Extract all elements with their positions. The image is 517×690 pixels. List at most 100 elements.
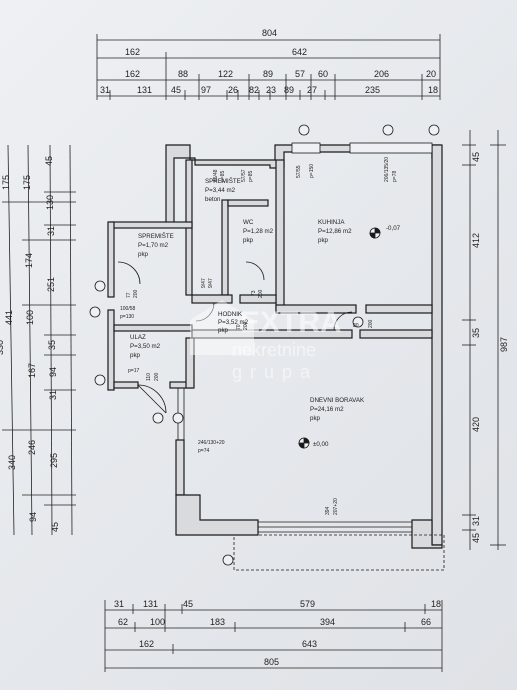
door-wc-label: 73 <box>251 290 257 296</box>
dim-left-c3-3: 251 <box>46 277 56 292</box>
dim-top-r3-6: 206 <box>374 69 389 79</box>
dim-left-c3-6: 31 <box>48 390 58 400</box>
dim-left-c2-3: 167 <box>27 363 37 378</box>
watermark-line1: EXTRA <box>240 306 342 339</box>
room-dnevni-name: DNEVNI BORAVAK <box>310 397 365 404</box>
room-wc-name: WC <box>243 219 254 226</box>
level-markers <box>298 227 381 449</box>
dim-top-r4-8: 27 <box>307 85 317 95</box>
dim-bot-r2-1: 100 <box>150 617 165 627</box>
dim-bot-r1-4: 18 <box>431 599 441 609</box>
room-wc-floor: pkp <box>243 237 254 244</box>
dim-top-r4-5: 82 <box>249 85 259 95</box>
dim-bot-r2-0: 62 <box>118 617 128 627</box>
dim-left-partial: 330 <box>0 340 5 355</box>
room-spremiste1-floor: beton <box>205 196 221 203</box>
dim-right-c1-0: 45 <box>471 152 481 162</box>
dim-right-c1-5: 45 <box>471 533 481 543</box>
dim-top-r4-2: 45 <box>171 85 181 95</box>
dim-left-c3-4: 35 <box>47 340 57 350</box>
dim-top-r4-1: 131 <box>137 85 152 95</box>
room-hodnik-floor: pkp <box>218 327 229 334</box>
room-ulaz-name: ULAZ <box>130 334 146 341</box>
w1b-label: p=85 <box>220 171 226 182</box>
win-left-b-label: p=74 <box>198 448 209 454</box>
dim-bot-r3-1: 643 <box>302 639 317 649</box>
ulaz-door-b-label: 200 <box>154 372 160 381</box>
w3-label: 57/55 <box>296 165 302 178</box>
bottom-dimension-labels: 31 131 45 579 18 62 100 183 394 66 162 6… <box>114 599 441 667</box>
dim-top-r3-4: 57 <box>295 69 305 79</box>
room-kuhinja-area: P=12,86 m2 <box>318 228 352 235</box>
dim-bot-r1-1: 131 <box>143 599 158 609</box>
door-wc2-label: 9/47 <box>201 278 207 288</box>
right-dimensions <box>462 130 506 550</box>
dim-bot-r4-0: 805 <box>264 657 279 667</box>
dim-bot-r1-2: 45 <box>183 599 193 609</box>
door-h1-b-label: 200 <box>243 321 249 330</box>
dim-left-c3-5: 94 <box>48 367 58 377</box>
room-spremiste2-name: SPREMIŠTE <box>138 233 174 240</box>
dim-top-642: 642 <box>292 47 307 57</box>
dim-bot-r3-0: 162 <box>139 639 154 649</box>
top-dimensions <box>96 34 441 100</box>
watermark-line3: grupa <box>232 362 318 382</box>
dim-bot-r1-3: 579 <box>300 599 315 609</box>
dim-left-c2-0: 175 <box>22 175 32 190</box>
ulaz-door-label: 110 <box>146 373 152 381</box>
dim-right-total: 987 <box>499 337 509 352</box>
room-spremiste2-floor: pkp <box>138 251 149 258</box>
door-k-b-label: 200 <box>368 319 374 328</box>
w1-label: 65/48 <box>213 169 219 182</box>
room-kuhinja-floor: pkp <box>318 237 329 244</box>
dim-top-r4-3: 97 <box>201 85 211 95</box>
dim-bot-r2-3: 394 <box>320 617 335 627</box>
walls <box>107 144 443 549</box>
dim-top-r3-3: 89 <box>263 69 273 79</box>
dim-right-c1-1: 412 <box>471 233 481 248</box>
left-dimensions <box>2 144 76 536</box>
dim-left-c3-1: 130 <box>45 195 55 210</box>
room-hodnik-name: HODNIK <box>218 311 243 318</box>
dim-left-c1-0: 175 <box>1 175 11 190</box>
dim-left-c2-5: 94 <box>28 512 38 522</box>
dim-top-804: 804 <box>262 28 277 38</box>
dim-top-r4-6: 23 <box>266 85 276 95</box>
door-h1-label: 70 <box>236 324 242 330</box>
dim-top-r4-9: 235 <box>365 85 380 95</box>
door-hall-b-label: p=130 <box>120 314 134 320</box>
top-dimension-labels: 804 162 642 162 88 122 89 57 60 206 20 3… <box>100 28 438 95</box>
level-dnevni: ±0,00 <box>313 441 329 448</box>
room-spremiste1-name: SPREMIŠTE <box>205 178 241 185</box>
dim-bot-r2-2: 183 <box>210 617 225 627</box>
room-ulaz-area: P=3,50 m2 <box>130 343 161 350</box>
dim-top-r3-2: 122 <box>218 69 233 79</box>
openings <box>117 142 445 571</box>
dim-right-c1-4: 31 <box>471 516 481 526</box>
bottom-dimensions <box>104 600 443 672</box>
left-dimension-labels: 175 441 340 330 175 174 100 167 246 94 4… <box>0 156 60 532</box>
dim-left-c1-2: 340 <box>7 455 17 470</box>
dim-top-r3-7: 20 <box>426 69 436 79</box>
level-kuhinja: -0,07 <box>386 225 401 232</box>
dim-left-c2-4: 246 <box>27 440 37 455</box>
dim-top-r3-1: 88 <box>178 69 188 79</box>
win-left-label: 246/130+20 <box>198 440 225 446</box>
dim-bot-r2-4: 66 <box>421 617 431 627</box>
dim-top-r3-5: 60 <box>318 69 328 79</box>
dim-right-c1-2: 35 <box>471 328 481 338</box>
dim-left-c2-1: 174 <box>24 253 34 268</box>
w2-label: 57/57 <box>241 169 247 182</box>
w3b-label: p=150 <box>309 164 315 178</box>
watermark-line2: nekretnine <box>232 340 316 360</box>
room-spremiste2-area: P=1,70 m2 <box>138 242 169 249</box>
win-bottom-b-label: 207+20 <box>333 498 339 515</box>
dim-left-c3-0: 45 <box>44 156 54 166</box>
dim-left-c3-8: 45 <box>50 522 60 532</box>
w4b-label: p=78 <box>392 171 398 182</box>
w2b-label: p=85 <box>248 171 254 182</box>
room-labels: SPREMIŠTE P=3,44 m2 beton SPREMIŠTE P=1,… <box>130 178 401 448</box>
room-wc-area: P=1,28 m2 <box>243 228 274 235</box>
dim-left-c3-7: 295 <box>49 453 59 468</box>
